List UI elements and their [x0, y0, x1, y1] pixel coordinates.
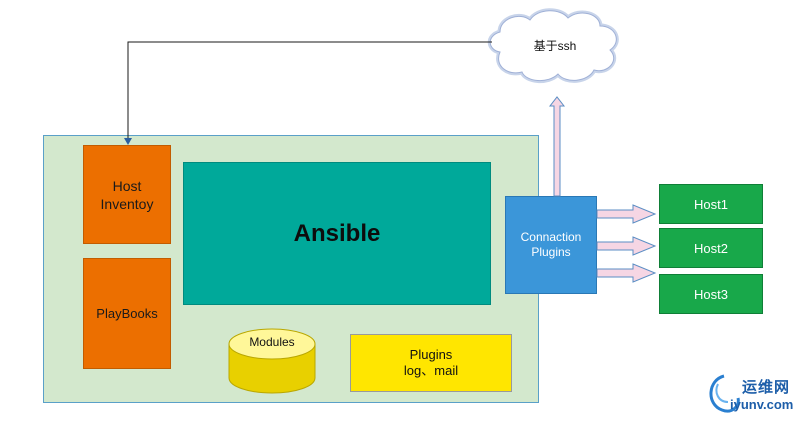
host-inventory-box: Host Inventoy	[83, 145, 171, 244]
playbooks-label: PlayBooks	[96, 305, 158, 321]
watermark-name: 运维网	[742, 379, 791, 396]
host-inventory-line1: Host	[112, 177, 142, 194]
plugins-line2: log、mail	[403, 363, 459, 378]
modules-cylinder	[228, 328, 316, 394]
up-arrow-to-cloud	[548, 96, 566, 197]
arrow-to-host-3	[596, 263, 657, 283]
host-box-1: Host1	[659, 184, 763, 224]
watermark-url: iyunv.com	[730, 397, 794, 412]
host-inventory-line2: Inventoy	[100, 195, 154, 212]
ansible-core-box: Ansible	[183, 162, 491, 305]
plugins-box: Plugins log、mail	[350, 334, 512, 392]
arrow-to-host-1	[596, 204, 657, 224]
ssh-connector-line	[124, 41, 492, 145]
arrow-to-host-2	[596, 236, 657, 256]
playbooks-box: PlayBooks	[83, 258, 171, 369]
host-box-3: Host3	[659, 274, 763, 314]
cloud-label: 基于ssh	[533, 39, 577, 53]
host-label-2: Host2	[694, 240, 728, 256]
connection-plugins-box: Connaction Plugins	[505, 196, 597, 294]
host-box-2: Host2	[659, 228, 763, 268]
modules-label: Modules	[249, 335, 295, 349]
connection-plugins-line2: Plugins	[531, 245, 571, 259]
ansible-core-label: Ansible	[293, 219, 381, 247]
host-label-3: Host3	[694, 286, 728, 302]
watermark-logo-icon	[709, 374, 740, 413]
connection-plugins-line1: Connaction	[520, 230, 582, 244]
plugins-line1: Plugins	[409, 347, 453, 362]
host-label-1: Host1	[694, 196, 728, 212]
cloud-shape	[487, 8, 619, 83]
